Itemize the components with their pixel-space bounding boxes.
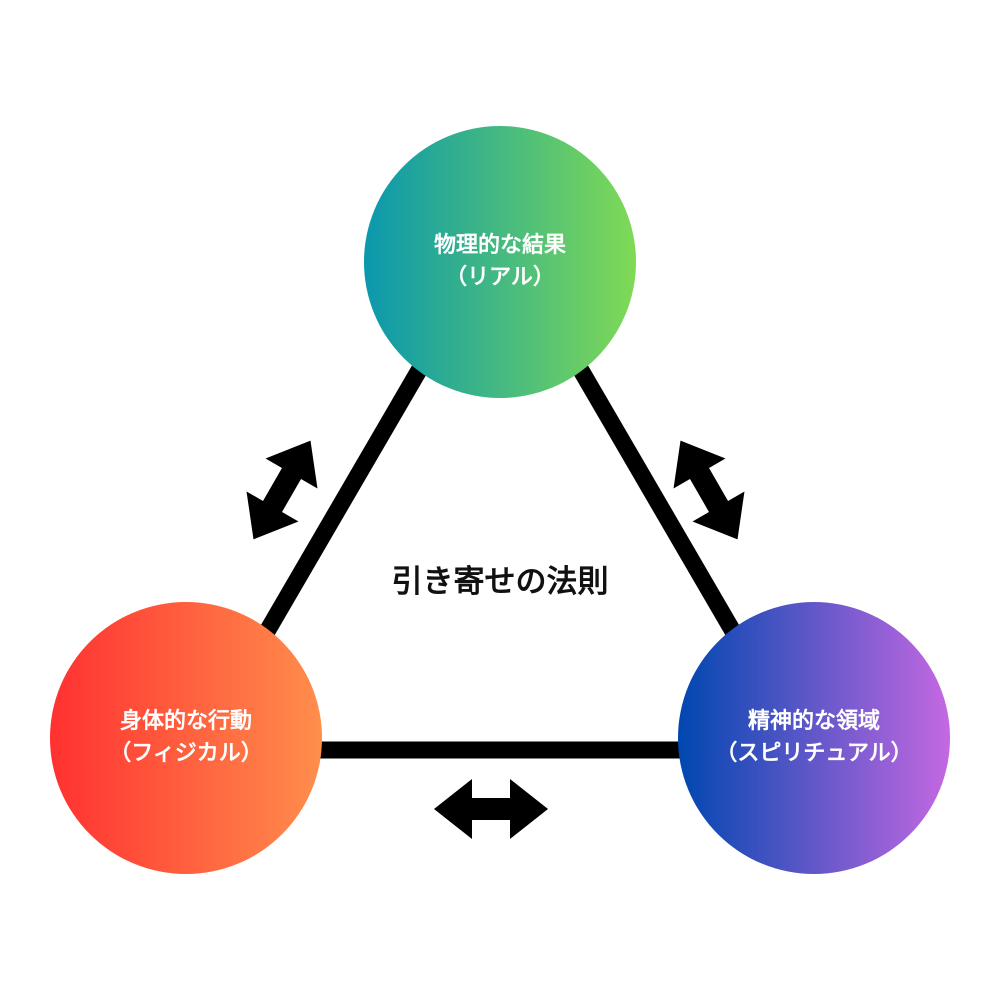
node-right-label: 精神的な領域 （スピリチュアル） bbox=[678, 706, 950, 770]
node-top-label: 物理的な結果 （リアル） bbox=[364, 230, 636, 294]
node-left-label: 身体的な行動 （フィジカル） bbox=[50, 706, 322, 770]
edge-top-right bbox=[567, 355, 746, 645]
node-top-title: 物理的な結果 bbox=[433, 233, 566, 258]
node-right-subtitle: （スピリチュアル） bbox=[715, 741, 913, 766]
node-left-title: 身体的な行動 bbox=[119, 709, 252, 734]
node-top-subtitle: （リアル） bbox=[445, 265, 555, 290]
center-title: 引き寄せの法則 bbox=[391, 564, 609, 600]
double-arrow-icon-bottom bbox=[434, 779, 548, 839]
node-top-circle bbox=[364, 126, 636, 398]
node-left-subtitle: （フィジカル） bbox=[109, 741, 263, 766]
node-right-title: 精神的な領域 bbox=[747, 709, 880, 734]
node-right-circle bbox=[678, 602, 950, 874]
node-left-circle bbox=[50, 602, 322, 874]
edge-left-top bbox=[254, 355, 433, 645]
